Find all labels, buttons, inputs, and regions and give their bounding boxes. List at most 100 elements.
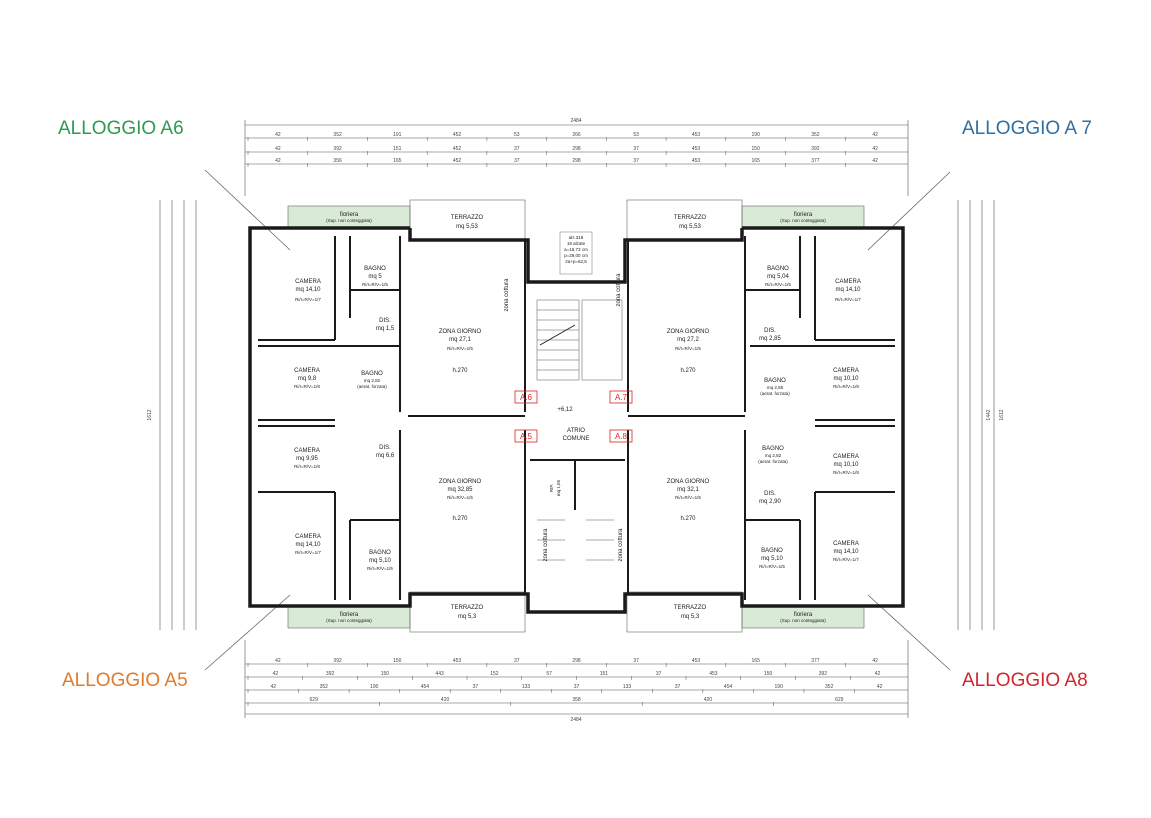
dim-value: 165 (752, 158, 761, 164)
room-bagno-a8-area: mq 5,10 (761, 556, 783, 562)
dim-value: 453 (453, 658, 462, 664)
dim-value: 190 (752, 132, 761, 138)
interior-walls (258, 236, 895, 600)
dim-value: 191 (393, 132, 402, 138)
dim-value: 266 (572, 132, 581, 138)
room-zona-a7-height: h.270 (680, 368, 696, 374)
room-camera-a5-ratio: Ri/I=R/V=1/8 (294, 464, 320, 469)
room-zona-a5-ratio: Ri/I=R/V=1/5 (447, 495, 473, 500)
terrace-area-a5: mq 5,3 (458, 614, 477, 620)
planter-label-a6: fioriera (340, 212, 359, 218)
room-bagno-a7: BAGNO (767, 266, 789, 272)
room-zona-a6-height: h.270 (452, 368, 468, 374)
dim-value: 53 (633, 132, 639, 138)
staircase (536, 299, 623, 561)
room-rip: RIP. (549, 484, 554, 492)
dim-value: 57 (546, 671, 552, 677)
dim-value: 629 (310, 697, 319, 703)
room-rip-area: mq 1,65 (556, 479, 561, 496)
room-bagno-a8: BAGNO (761, 548, 783, 554)
room-bagno2-a6-note: (aerat. forzata) (357, 384, 387, 389)
room-bagno-a6-ratio: Ri/I=R/V=1/5 (362, 282, 388, 287)
dim-value: 42 (872, 658, 878, 664)
room-camera2-a5-area: mq 14,10 (295, 542, 321, 548)
side-total-right-b: 1442 (986, 409, 992, 420)
terrace-name-a7: TERRAZZO (674, 215, 707, 221)
room-camera2-a5: CAMERA (295, 534, 321, 540)
dim-value: 443 (435, 671, 444, 677)
dim-value: 37 (633, 158, 639, 164)
dim-value: 392 (333, 658, 342, 664)
room-cottura-a5: zona cottura (543, 528, 549, 562)
stair-note-3: a=16,73 cm (564, 247, 588, 252)
callout-alloggio-a5: ALLOGGIO A5 (62, 670, 188, 691)
dim-value: 452 (453, 158, 462, 164)
dim-value: 42 (271, 684, 277, 690)
dim-value: 453 (692, 132, 701, 138)
terrace-name-a5: TERRAZZO (451, 605, 484, 611)
room-zona-a8: ZONA GIORNO (667, 479, 710, 485)
planter-sub-a8: (Sup. non conteggiata) (780, 618, 826, 623)
dim-value: 133 (522, 684, 531, 690)
terrace-area-a7: mq 5,53 (679, 224, 701, 230)
room-dis-a8: DIS. (764, 491, 776, 497)
dim-value: 151 (600, 671, 609, 677)
room-bagno-a7-area: mq 5,04 (767, 274, 789, 280)
room-camera-a8-ratio: Ri/I=R/V=1/8 (833, 470, 859, 475)
room-bagno-a5-area: mq 5,10 (369, 558, 391, 564)
stair-note-box (559, 231, 593, 275)
room-dis-a5: DIS. (379, 445, 391, 451)
dim-value: 37 (656, 671, 662, 677)
room-camera2-a8-area: mq 14,10 (833, 549, 859, 555)
room-dis-a7-area: mq 2,85 (759, 336, 781, 342)
stair-tag-a6: A.6 (520, 393, 533, 402)
stair-note-2: 19 alzate (567, 241, 586, 246)
dim-value: 392 (326, 671, 335, 677)
room-bagno2-a7: BAGNO (764, 378, 786, 384)
room-camera-a6-area: mq 14,10 (295, 287, 321, 293)
room-camera2-a6-ratio: Ri/I=R/V=1/8 (294, 384, 320, 389)
room-camera-a6-ratio: Ri/I=R/V=1/7 (295, 297, 321, 302)
callout-alloggio-a6: ALLOGGIO A6 (58, 118, 184, 139)
dim-value: 392 (333, 146, 342, 152)
room-cottura-a8: zona cottura (618, 528, 624, 562)
dim-value: 150 (752, 146, 761, 152)
dim-value: 420 (704, 697, 713, 703)
room-bagno2-a6-area: mq 2,82 (364, 378, 381, 383)
dim-value: 452 (453, 132, 462, 138)
room-camera2-a6-area: mq 9,8 (298, 376, 317, 382)
dim-value: 377 (811, 158, 820, 164)
dim-value: 352 (320, 684, 329, 690)
dim-value: 150 (764, 671, 773, 677)
bottom-total-dim: 2484 (570, 717, 581, 723)
room-bagno-a6: BAGNO (364, 266, 386, 272)
room-bagno-a5-ratio: Ri/I=R/V=1/5 (367, 566, 393, 571)
room-zona-a7: ZONA GIORNO (667, 329, 710, 335)
dim-value: 42 (877, 684, 883, 690)
room-dis-a6-area: mq 1,5 (376, 326, 395, 332)
room-zona-a5-height: h.270 (452, 516, 468, 522)
dim-value: 37 (514, 658, 520, 664)
dim-value: 420 (441, 697, 450, 703)
planter-sub-a5: (Sup. non conteggiata) (326, 618, 372, 623)
room-bagno-a5: BAGNO (369, 550, 391, 556)
room-bagno2-a8-area: mq 2,82 (765, 453, 782, 458)
room-zona-a8-ratio: Ri/I=R/V=1/5 (675, 495, 701, 500)
terrace-a5 (409, 591, 526, 633)
planter-label-a8: fioriera (794, 612, 813, 618)
dim-value: 352 (333, 132, 342, 138)
room-dis-a8-area: mq 2,90 (759, 499, 781, 505)
dim-value: 356 (333, 158, 342, 164)
room-bagno-a7-ratio: Ri/I=R/V=1/5 (765, 282, 791, 287)
room-camera2-a7-ratio: Ri/I=R/V=1/8 (833, 384, 859, 389)
dim-value: 42 (275, 146, 281, 152)
room-zona-a7-ratio: Ri/I=R/V=1/5 (675, 346, 701, 351)
room-dis-a7: DIS. (764, 328, 776, 334)
dim-value: 37 (633, 658, 639, 664)
dim-value: 358 (572, 697, 581, 703)
dim-value: 392 (819, 671, 828, 677)
